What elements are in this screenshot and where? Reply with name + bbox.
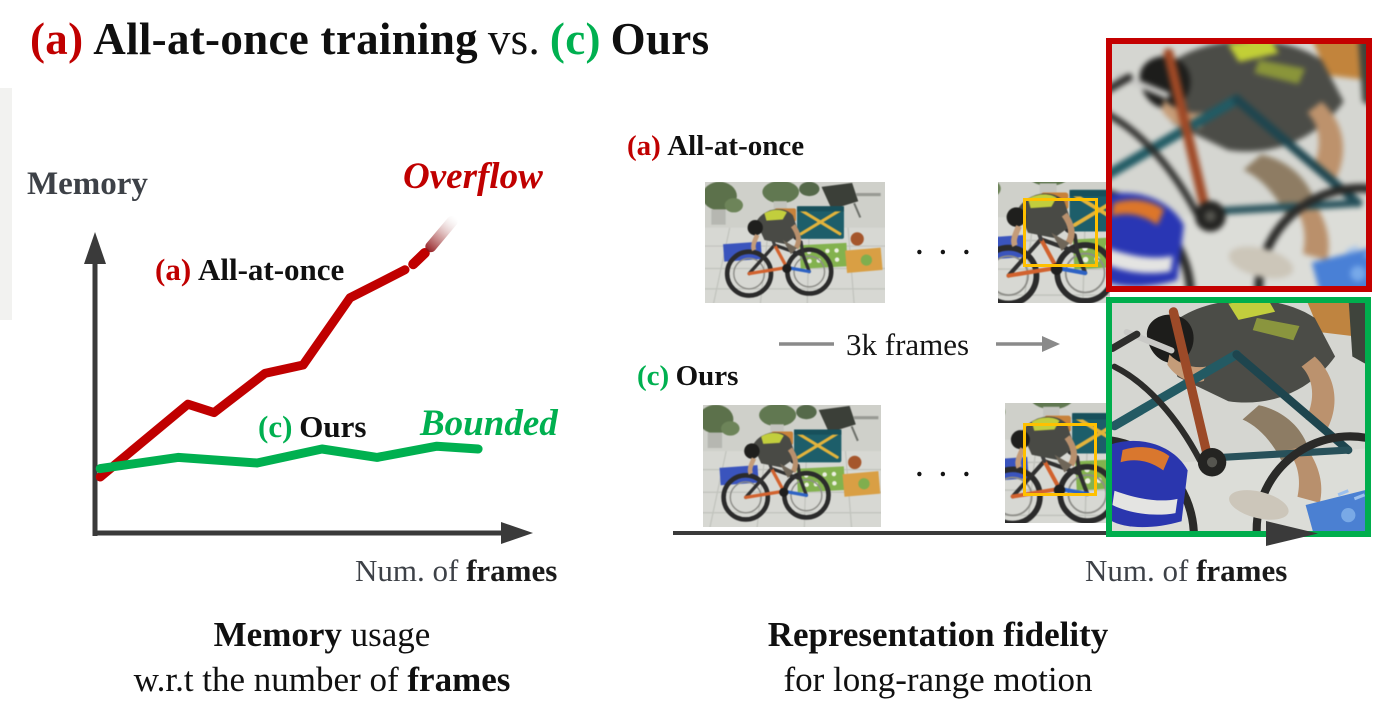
left-x-axis-label: Num. of frames [355,553,557,589]
overflow-comet-icon [425,215,458,253]
video-frame-a-last [998,182,1110,303]
y-axis-arrow-icon [84,232,106,264]
frames-arrow-label: 3k frames [846,327,970,362]
left-caption-line2-bold: frames [407,660,511,699]
left-caption-line2-pre: w.r.t the number of [133,660,408,699]
series-a-legend: (a)All-at-once [155,252,344,288]
row-c-tag: (c) [637,360,670,392]
page-margin-stripe [0,88,12,320]
series-line-(c) Ours [95,441,483,474]
frames-arrow-right-icon [996,336,1060,352]
series-a-name: All-at-once [197,252,345,287]
title-tag-c: (c) [549,14,601,64]
title-tag-a: (a) [30,14,84,64]
row-a-header: (a)All-at-once [627,130,804,163]
right-x-axis-label-normal: Num. of [1085,553,1189,588]
frames-arrow-left-dash [779,342,834,346]
series-c-tag: (c) [258,409,293,444]
overflow-annotation: Overflow [403,156,543,197]
video-frame-c-first [703,405,881,527]
title-vs: vs. [487,14,541,64]
left-caption-line1-rest: usage [341,615,431,654]
right-x-axis-label-bold: frames [1196,553,1288,588]
left-x-axis-label-bold: frames [466,553,558,588]
left-caption-line1-bold: Memory [213,615,342,654]
series-dash-(a) All-at-once [408,248,430,270]
right-caption-line1: Representation fidelity [678,612,1198,657]
series-line-(a) All-at-once [95,265,410,482]
row-c-name: Ours [675,360,739,392]
highlight-box-c [1023,423,1097,496]
left-caption-line2: w.r.t the number of frames [57,657,587,702]
right-caption-line2: for long-range motion [783,660,1093,699]
y-axis-label: Memory [27,166,148,202]
ellipsis-row-a: . . . [916,230,975,260]
left-chart-axes [84,232,533,544]
left-caption: Memory usage w.r.t the number of frames [57,612,587,702]
left-caption-line1: Memory usage [57,612,587,657]
row-a-name: All-at-once [667,130,805,162]
row-c-header: (c)Ours [637,360,738,393]
video-frame-a-first [705,182,885,303]
chart-series-layer [95,248,483,482]
highlight-box-a [1023,198,1098,267]
series-c-name: Ours [299,409,367,444]
title-main: All-at-once training [93,14,478,64]
zoom-crop-ours [1106,297,1371,537]
bounded-annotation: Bounded [420,403,558,444]
right-caption: Representation fidelity for long-range m… [678,612,1198,702]
row-a-tag: (a) [627,130,661,162]
series-c-legend: (c)Ours [258,409,366,445]
right-x-axis-label: Num. of frames [1085,553,1287,589]
x-axis-arrow-icon [501,522,533,544]
right-caption-line1-text: Representation fidelity [767,615,1109,654]
series-a-tag: (a) [155,252,192,287]
title-ours: Ours [610,14,710,64]
left-x-axis-label-normal: Num. of [355,553,459,588]
ellipsis-row-c: . . . [916,452,975,482]
zoom-crop-all-at-once [1106,38,1372,292]
